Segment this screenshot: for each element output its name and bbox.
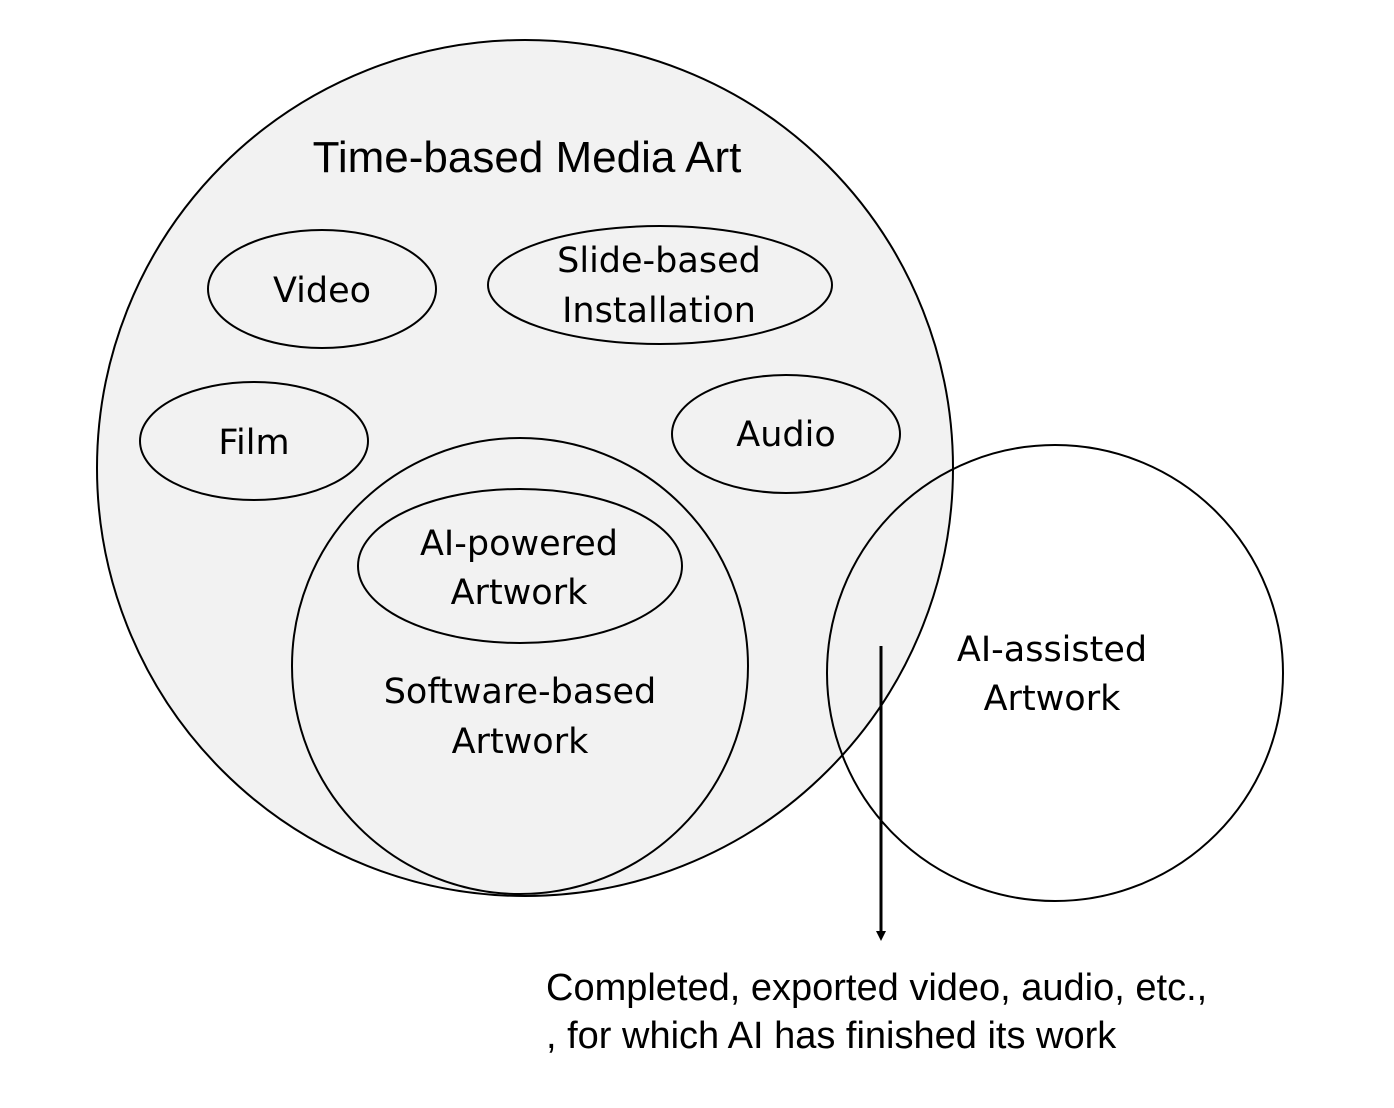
ai-powered-label-line2: Artwork [451, 573, 588, 613]
film-label: Film [218, 423, 289, 463]
slide-based-installation-ellipse [487, 225, 833, 345]
ai-assisted-label-line1: AI-assisted [957, 630, 1147, 670]
audio-ellipse [671, 374, 901, 494]
software-based-label-line2: Artwork [452, 722, 589, 762]
ai-assisted-label-line2: Artwork [984, 679, 1121, 719]
software-based-label-line1: Software-based [384, 672, 657, 712]
caption-line2: , for which AI has finished its work [546, 1015, 1117, 1057]
software-based-artwork-circle [291, 437, 749, 895]
video-ellipse [207, 229, 437, 349]
video-label: Video [273, 271, 371, 311]
caption-line1: Completed, exported video, audio, etc., [546, 967, 1207, 1009]
slide-based-label-line2: Installation [562, 291, 756, 331]
ai-assisted-artwork-circle [826, 444, 1284, 902]
ai-powered-label-line1: AI-powered [420, 524, 618, 564]
film-ellipse [139, 381, 369, 501]
diagram-title: Time-based Media Art [313, 133, 742, 182]
audio-label: Audio [736, 415, 835, 455]
ai-powered-artwork-ellipse [357, 488, 683, 644]
slide-based-label-line1: Slide-based [557, 241, 761, 281]
